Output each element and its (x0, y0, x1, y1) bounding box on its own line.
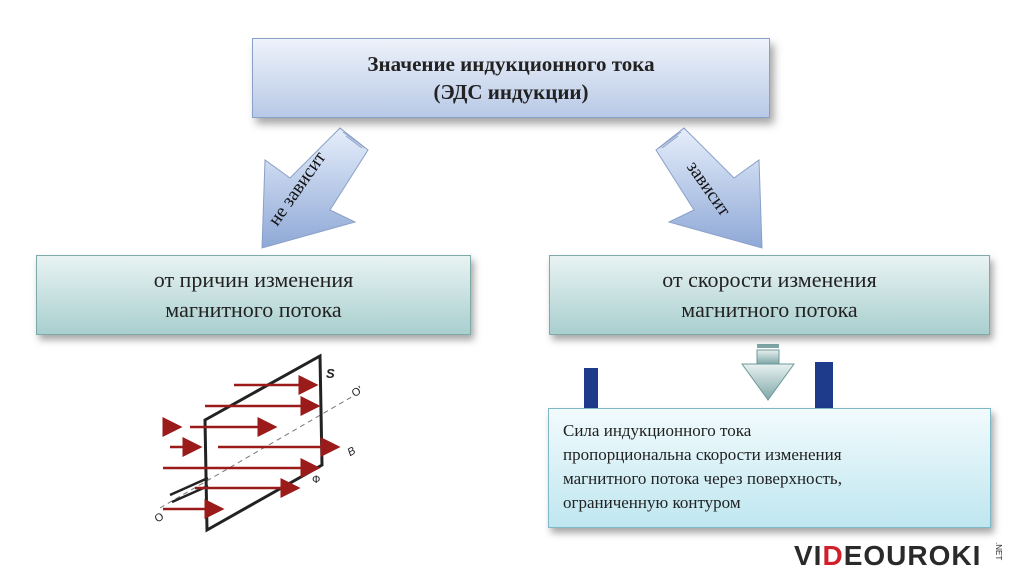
info-line: пропорциональна скорости изменения (563, 445, 842, 464)
right-dependency-arrow (655, 127, 763, 249)
logo-net: .NET (994, 542, 1003, 561)
info-box: Сила индукционного тока пропорциональна … (548, 408, 991, 528)
logo-prefix: VI (794, 540, 823, 571)
logo-suffix: EOUROKI (843, 540, 982, 571)
right-box-line1: от скорости изменения (662, 267, 877, 292)
logo-d: D (822, 540, 844, 571)
info-line: магнитного потока через поверхность, (563, 469, 842, 488)
right-factor-box: от скорости изменения магнитного потока (549, 255, 990, 335)
info-line: Сила индукционного тока (563, 421, 752, 440)
info-line: ограниченную контуром (563, 493, 741, 512)
flux-figure (159, 353, 356, 533)
magnet-right (815, 362, 833, 410)
left-box-line2: магнитного потока (165, 297, 342, 322)
left-box-line1: от причин изменения (153, 267, 354, 292)
main-title-line1: Значение индукционного тока (367, 52, 655, 76)
left-dependency-arrow (261, 127, 369, 249)
left-factor-box: от причин изменения магнитного потока (36, 255, 471, 335)
magnet-left (584, 368, 598, 410)
main-concept-box: Значение индукционного тока (ЭДС индукци… (252, 38, 770, 118)
field-lines (162, 375, 341, 519)
right-box-line2: магнитного потока (681, 297, 858, 322)
label-phi: Ф (312, 474, 321, 486)
label-s: S (326, 366, 335, 381)
videouroki-logo: VIDEOUROKI (794, 540, 981, 572)
down-arrow (741, 344, 795, 401)
main-title-line2: (ЭДС индукции) (433, 80, 589, 104)
